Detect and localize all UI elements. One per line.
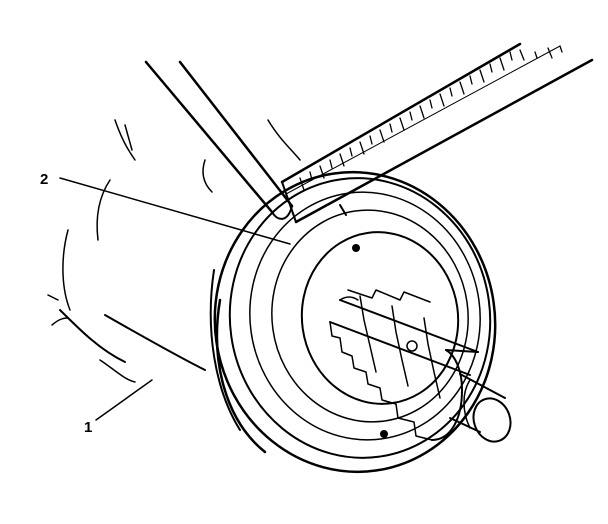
callout-2: 2: [40, 171, 48, 188]
flange-disc: [209, 170, 497, 474]
bolt-hole-bottom-icon: [380, 430, 388, 438]
straightedge-scale: [280, 42, 594, 224]
splined-shaft: [329, 289, 512, 443]
bolt-hole-top-icon: [352, 244, 360, 252]
leader-lines: [59, 177, 291, 421]
leader-line-1: [95, 379, 153, 421]
feeler-gauge: [144, 60, 294, 220]
callout-1: 1: [84, 419, 92, 436]
scale-tick-marks: [299, 45, 563, 191]
rotor-body: [47, 119, 301, 383]
leader-line-2: [59, 177, 291, 245]
